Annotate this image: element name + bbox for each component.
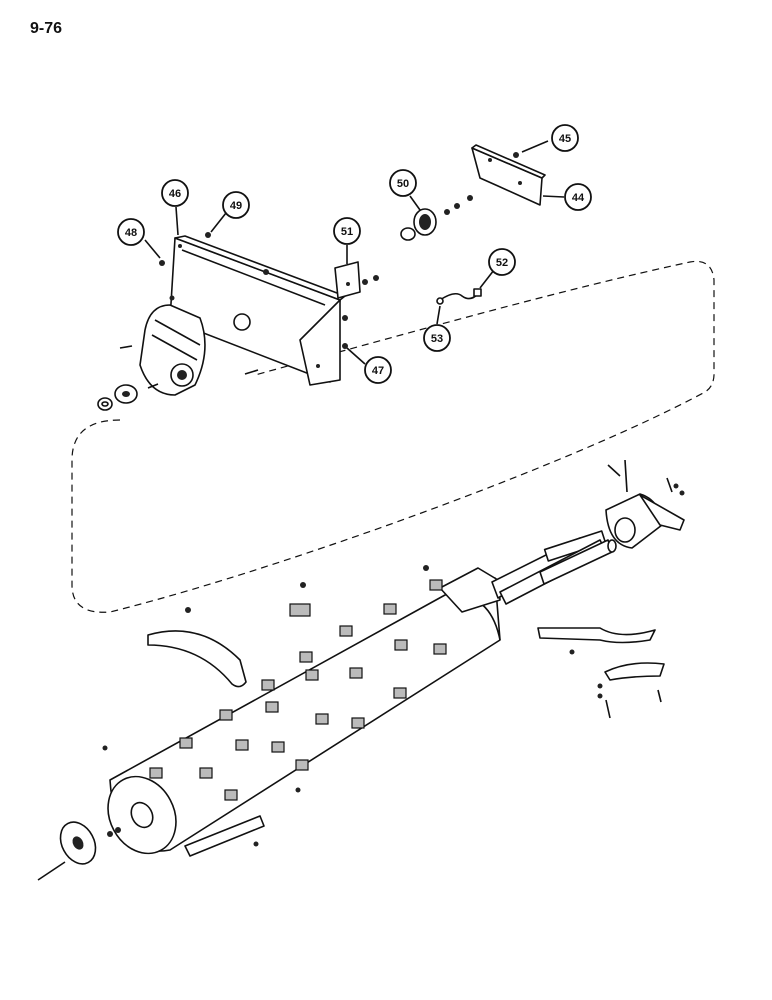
callout-49-label: 49 <box>230 200 242 212</box>
bearing-and-washer <box>97 384 138 411</box>
callout-47-label: 47 <box>372 365 384 377</box>
callout-48: 48 <box>117 218 161 259</box>
rotor-drum <box>107 530 607 855</box>
sensor-wire <box>436 288 482 305</box>
callout-45-label: 45 <box>559 133 571 145</box>
right-support-arm <box>537 627 665 719</box>
support-beam <box>169 235 346 386</box>
concave-strip <box>147 630 247 688</box>
callout-48-label: 48 <box>125 227 137 239</box>
rear-bearing-housing <box>605 459 685 549</box>
callout-51-label: 51 <box>341 226 353 238</box>
front-hub <box>37 821 121 881</box>
callout-46: 46 <box>161 179 189 236</box>
page-number: 9-76 <box>30 20 63 37</box>
mounting-bracket <box>334 261 379 299</box>
callout-53: 53 <box>423 305 451 352</box>
rasp-bar-teeth <box>149 579 447 801</box>
callout-47: 47 <box>346 347 392 384</box>
callout-51: 51 <box>333 217 361 264</box>
shield-bracket-plate <box>471 144 546 206</box>
rotor-shaft <box>499 539 617 605</box>
callout-44: 44 <box>542 183 592 211</box>
beam-hardware <box>119 232 348 389</box>
callout-49: 49 <box>210 191 250 233</box>
drum-hardware <box>102 565 575 847</box>
callout-50-label: 50 <box>397 178 409 190</box>
callout-45: 45 <box>521 124 579 153</box>
callout-53-label: 53 <box>431 333 443 345</box>
callout-52: 52 <box>479 248 516 289</box>
drive-sprocket <box>400 195 473 241</box>
assembly-boundary-dashed <box>71 260 715 613</box>
callout-46-label: 46 <box>169 188 181 200</box>
bearing-housing-plate <box>139 304 206 396</box>
callout-44-label: 44 <box>572 192 585 204</box>
bottom-deflector <box>184 815 265 857</box>
callout-52-label: 52 <box>496 257 508 269</box>
callout-50: 50 <box>389 169 421 211</box>
